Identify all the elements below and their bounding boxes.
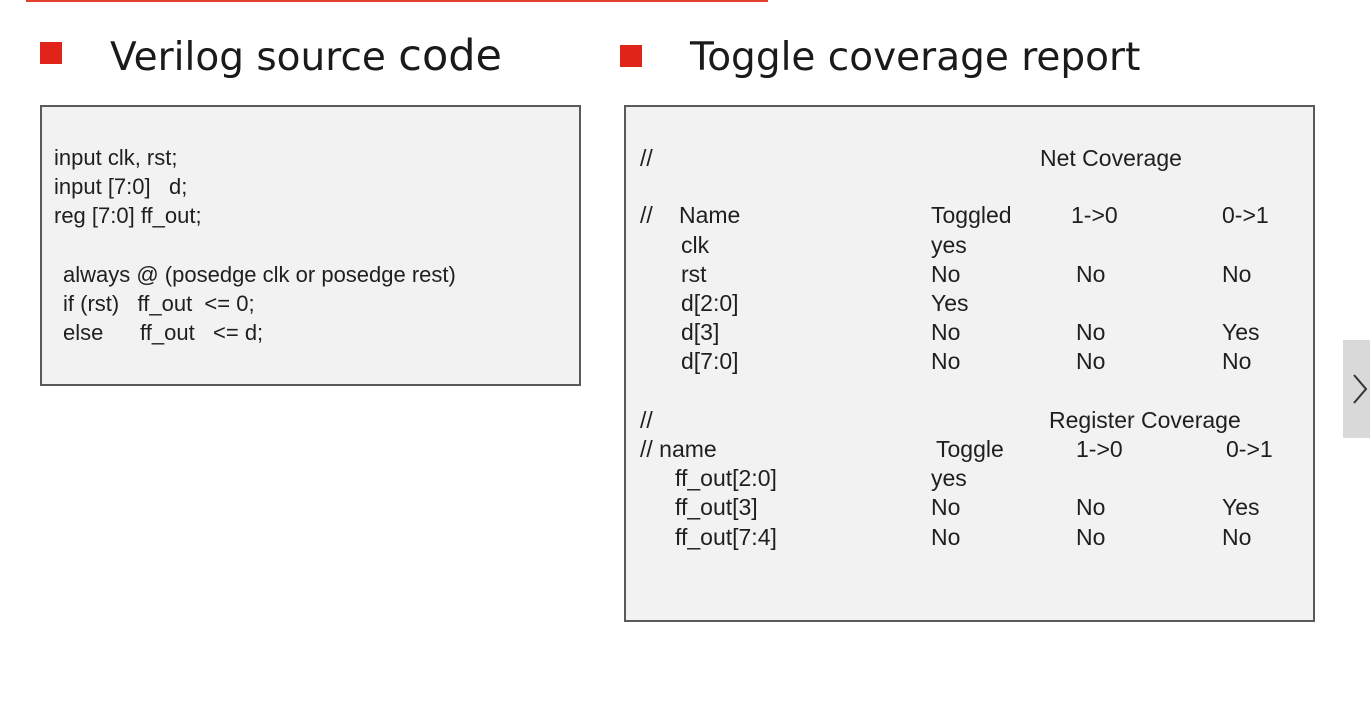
reg-row-rise: Yes (1222, 494, 1260, 520)
reg-row-rise: No (1222, 524, 1252, 550)
reg-header-name: // name (640, 436, 717, 462)
reg-comment: // (640, 407, 653, 433)
net-row-name: d[3] (681, 319, 720, 345)
top-accent-rule (26, 0, 768, 2)
reg-row-toggled: yes (931, 465, 967, 491)
reg-header-fall: 1->0 (1076, 436, 1123, 462)
right-bullet-icon (620, 45, 642, 67)
net-row-name: d[7:0] (681, 348, 739, 374)
reg-row-fall: No (1076, 524, 1106, 550)
net-row-fall: No (1076, 261, 1106, 287)
net-comment: // (640, 145, 653, 171)
net-row-name: clk (681, 232, 710, 258)
left-heading-tail: code (398, 31, 502, 81)
net-header-fall: 1->0 (1071, 202, 1118, 228)
net-row-toggled: No (931, 348, 961, 374)
right-heading: Toggle coverage report (690, 35, 1141, 80)
reg-row-name: ff_out[3] (675, 494, 758, 520)
net-header-rise: 0->1 (1222, 202, 1269, 228)
code-line: input clk, rst; (54, 145, 178, 170)
net-row-toggled: No (931, 319, 961, 345)
net-row-rise: No (1222, 348, 1252, 374)
code-line: always @ (posedge clk or posedge rest) (63, 262, 456, 287)
left-heading: Verilog source code (110, 35, 502, 78)
left-bullet-icon (40, 42, 62, 64)
reg-header-toggled: Toggle (936, 436, 1004, 462)
net-row-toggled: Yes (931, 290, 969, 316)
register-coverage-title: Register Coverage (1049, 407, 1241, 433)
code-line: else ff_out <= d; (63, 320, 264, 345)
net-coverage-title: Net Coverage (1040, 145, 1182, 171)
net-header-comment: // (640, 202, 653, 228)
net-row-fall: No (1076, 348, 1106, 374)
chevron-right-icon (1353, 374, 1368, 404)
net-row-rise: Yes (1222, 319, 1260, 345)
coverage-report-panel (624, 105, 1315, 622)
net-row-toggled: yes (931, 232, 967, 258)
code-line: input [7:0] d; (54, 174, 188, 199)
reg-row-toggled: No (931, 494, 961, 520)
net-header-toggled: Toggled (931, 202, 1012, 228)
verilog-code-panel (40, 105, 581, 386)
reg-row-name: ff_out[2:0] (675, 465, 777, 491)
reg-row-fall: No (1076, 494, 1106, 520)
next-slide-button[interactable] (1343, 340, 1370, 438)
code-line: reg [7:0] ff_out; (54, 203, 202, 228)
net-row-rise: No (1222, 261, 1252, 287)
reg-row-name: ff_out[7:4] (675, 524, 777, 550)
net-header-name: Name (679, 202, 741, 228)
net-row-toggled: No (931, 261, 961, 287)
net-row-fall: No (1076, 319, 1106, 345)
code-line: if (rst) ff_out <= 0; (63, 291, 255, 316)
reg-header-rise: 0->1 (1226, 436, 1273, 462)
left-heading-main: Verilog source (110, 35, 386, 80)
net-row-name: d[2:0] (681, 290, 739, 316)
reg-row-toggled: No (931, 524, 961, 550)
net-row-name: rst (681, 261, 707, 287)
